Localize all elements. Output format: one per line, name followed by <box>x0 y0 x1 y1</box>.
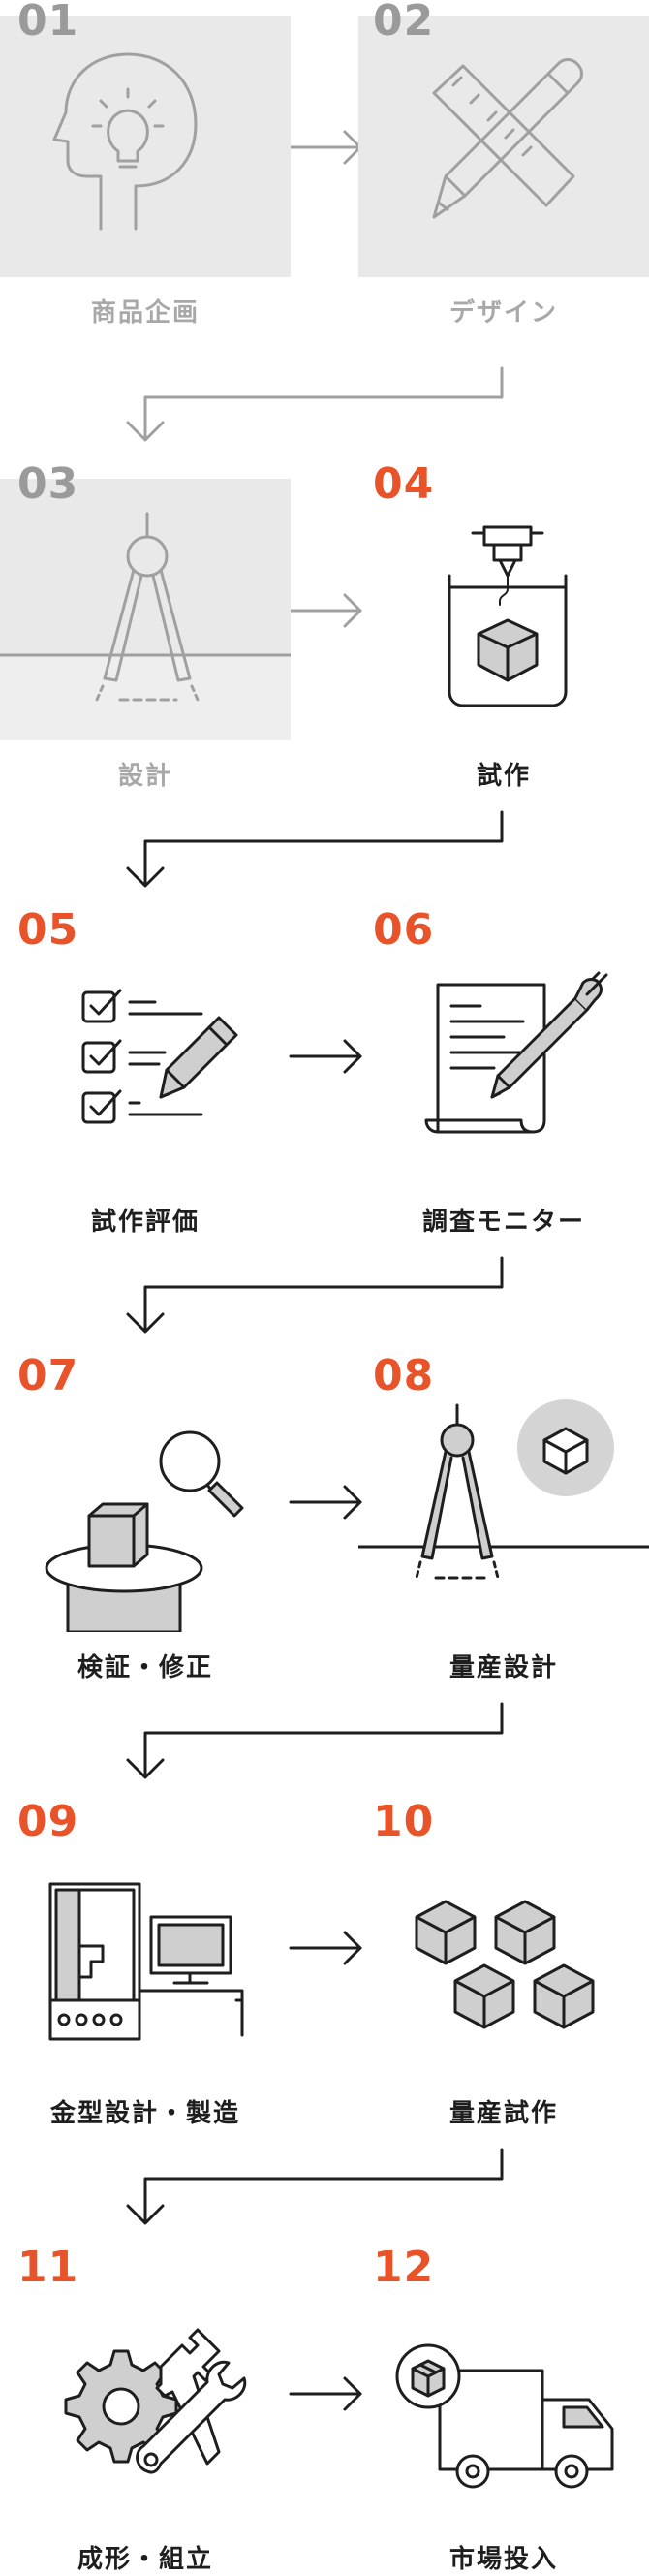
step-label: 検証・修正 <box>77 1653 213 1682</box>
arrow-down-icon <box>126 1702 504 1779</box>
step-label: 量産試作 <box>448 2099 558 2128</box>
machine-computer-icon <box>48 1882 244 2041</box>
step-number: 02 <box>373 0 435 46</box>
step-number: 04 <box>373 459 435 509</box>
step-label: 調査モニター <box>421 1208 585 1237</box>
step-illustration <box>358 925 649 1186</box>
compass-drafting-icon <box>0 512 291 740</box>
arrow-down-icon <box>126 810 504 888</box>
step-label: 市場投入 <box>448 2545 558 2574</box>
step-04: 04 試作 <box>358 463 649 812</box>
step-12: 12 市場投入 <box>358 2246 649 2576</box>
step-illustration <box>0 2262 291 2524</box>
step-illustration <box>358 2262 649 2524</box>
step-label: 試作評価 <box>90 1208 200 1237</box>
step-03: 03 設計 <box>0 463 291 812</box>
arrow-down-icon <box>126 366 504 442</box>
pencil-ruler-icon <box>432 58 583 219</box>
checklist-icon <box>81 989 238 1124</box>
arrow-right-icon <box>289 1931 362 1965</box>
arrow-down-icon <box>126 1256 504 1334</box>
step-illustration <box>0 1816 291 2078</box>
step-number: 07 <box>17 1351 79 1400</box>
step-08: 08 量産設計 <box>358 1355 649 1704</box>
step-number: 12 <box>373 2243 435 2292</box>
arrow-down-icon <box>126 2148 504 2225</box>
head-lightbulb-icon <box>52 52 198 231</box>
step-illustration <box>358 1816 649 2078</box>
cube-icon <box>453 1963 515 2029</box>
step-illustration <box>0 479 291 740</box>
step-number: 03 <box>17 459 79 509</box>
arrow-right-icon <box>289 1039 362 1074</box>
step-illustration <box>358 16 649 277</box>
step-number: 08 <box>373 1351 435 1400</box>
step-illustration <box>358 479 649 740</box>
delivery-truck-icon <box>395 2343 614 2489</box>
step-11: 11 成形・組立 <box>0 2246 291 2576</box>
step-07: 07 検証・修正 <box>0 1355 291 1704</box>
cube-icon <box>494 1900 556 1965</box>
step-label: 成形・組立 <box>77 2545 213 2574</box>
step-number: 06 <box>373 905 435 955</box>
cubes-icon <box>415 1900 595 2029</box>
compass-box-icon <box>358 1399 649 1580</box>
cube-icon <box>415 1900 477 1965</box>
step-illustration <box>0 925 291 1186</box>
step-number: 01 <box>17 0 79 46</box>
step-illustration <box>0 1370 291 1632</box>
arrow-right-icon <box>289 593 362 628</box>
arrow-right-icon <box>289 2376 362 2411</box>
step-02: 02 デザイン <box>358 0 649 349</box>
arrow-right-icon <box>289 1485 362 1520</box>
step-illustration <box>358 1370 649 1632</box>
step-label: 商品企画 <box>90 298 200 328</box>
document-pen-icon <box>424 971 608 1134</box>
gear-tools-icon <box>64 2328 247 2474</box>
step-06: 06 調査モニター <box>358 909 649 1258</box>
step-01: 01 商品企画 <box>0 0 291 349</box>
step-illustration <box>0 16 291 277</box>
magnifier-box-icon <box>45 1430 244 1632</box>
step-label: 金型設計・製造 <box>49 2099 240 2128</box>
3d-printer-icon <box>448 525 568 707</box>
step-05: 05 試作評価 <box>0 909 291 1258</box>
step-number: 11 <box>17 2243 79 2292</box>
step-label: 量産設計 <box>448 1653 558 1682</box>
step-10: 10 量産試作 <box>358 1801 649 2150</box>
arrow-right-icon <box>289 130 362 165</box>
cube-icon <box>533 1963 595 2029</box>
step-label: 設計 <box>117 762 172 791</box>
step-number: 09 <box>17 1797 79 1846</box>
step-label: 試作 <box>476 762 531 791</box>
step-label: デザイン <box>448 298 558 328</box>
step-number: 10 <box>373 1797 435 1846</box>
step-number: 05 <box>17 905 79 955</box>
step-09: 09 金型設計・製造 <box>0 1801 291 2150</box>
